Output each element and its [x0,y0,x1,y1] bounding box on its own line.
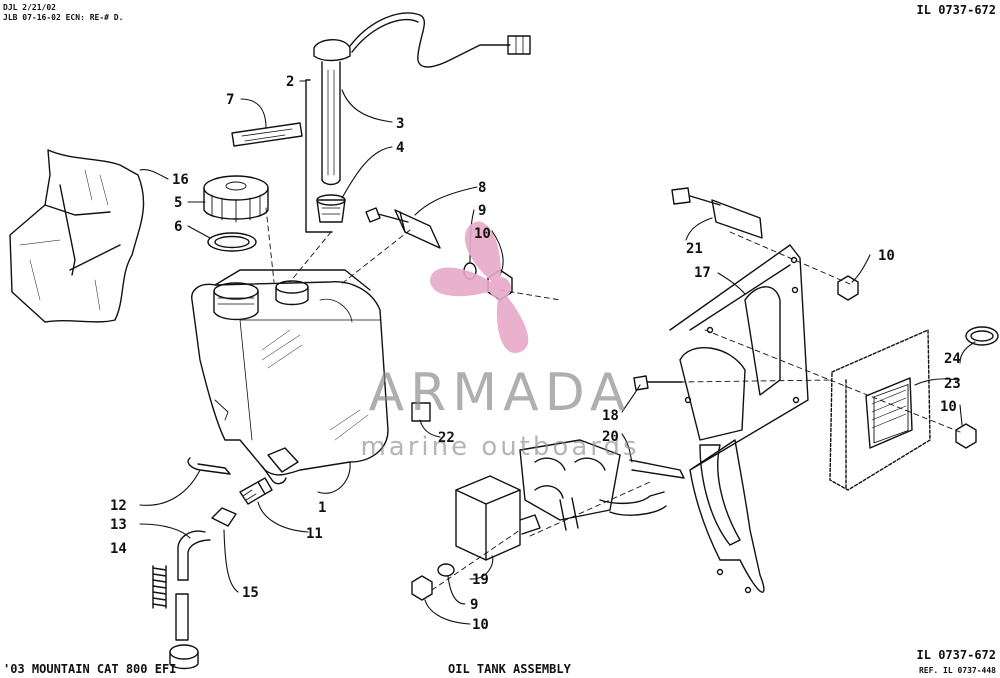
model-name: '03 MOUNTAIN CAT 800 EFI [3,662,177,676]
callout-1: 1 [318,500,326,516]
callout-22: 22 [438,430,455,446]
callout-7: 7 [226,92,234,108]
callout-16: 16 [172,172,189,188]
callout-4: 4 [396,140,404,156]
callout-24: 24 [944,351,961,367]
oil-hose [175,530,211,641]
warning-decal [411,402,431,422]
decal [231,122,303,147]
callout-20: 20 [602,429,619,445]
callout-9-top: 9 [478,203,486,219]
callout-10-right-bottom: 10 [940,399,957,415]
hose-clamp [169,507,237,670]
callout-10-top: 10 [474,226,491,242]
callout-10-bottom: 10 [472,617,489,633]
assembly-title: OIL TANK ASSEMBLY [448,662,571,676]
revision-note: JLB 07-16-02 ECN: RE-# D. [3,13,124,22]
mounting-bracket [669,244,809,594]
illustration-id-bottom: IL 0737-672 [916,648,996,662]
ignition-coil [455,475,541,561]
hose-clip [187,457,231,475]
watermark: ARMADA marine outboards [360,221,639,462]
callout-6: 6 [174,219,182,235]
oil-tank-shield [9,149,145,323]
watermark-tagline: marine outboards [360,432,639,462]
cap-gasket [207,232,257,252]
drawing-date-note: DJL 2/21/02 [3,3,56,12]
illustration-id-top: IL 0737-672 [916,3,996,17]
assembly-lines [265,207,961,591]
oil-level-sensor [305,12,531,233]
callout-10-right-top: 10 [878,248,895,264]
bolt-and-spacer [365,207,441,249]
oil-tank-cap [203,175,269,223]
nut [955,423,977,449]
nut [411,575,433,601]
callout-9-bottom: 9 [470,597,478,613]
reference-id: REF. IL 0737-448 [918,666,996,675]
callout-11: 11 [306,526,323,542]
propeller-logo [430,221,529,354]
callout-2: 2 [286,74,294,90]
washer [437,563,455,577]
bracket-bolts [671,187,763,239]
callout-15: 15 [242,585,259,601]
callout-23: 23 [944,376,961,392]
callout-8: 8 [478,180,486,196]
callout-21: 21 [686,241,703,257]
control-module [829,329,931,491]
screw [633,375,649,391]
regulator-assembly [519,439,685,531]
nut [837,275,859,301]
callout-14: 14 [110,541,127,557]
callout-13: 13 [110,517,127,533]
oil-tank [191,269,389,485]
callout-17: 17 [694,265,711,281]
outlet-fitting [239,477,273,505]
grommet [965,326,999,346]
callout-5: 5 [174,195,182,211]
callout-numbers: 7 2 3 4 8 9 10 16 5 6 22 1 11 12 13 14 1… [110,74,961,633]
leader-lines [139,80,976,625]
spring [152,565,167,609]
callout-18: 18 [602,408,619,424]
callout-12: 12 [110,498,127,514]
watermark-brand: ARMADA [369,363,632,423]
callout-3: 3 [396,116,404,132]
callout-19: 19 [472,572,489,588]
